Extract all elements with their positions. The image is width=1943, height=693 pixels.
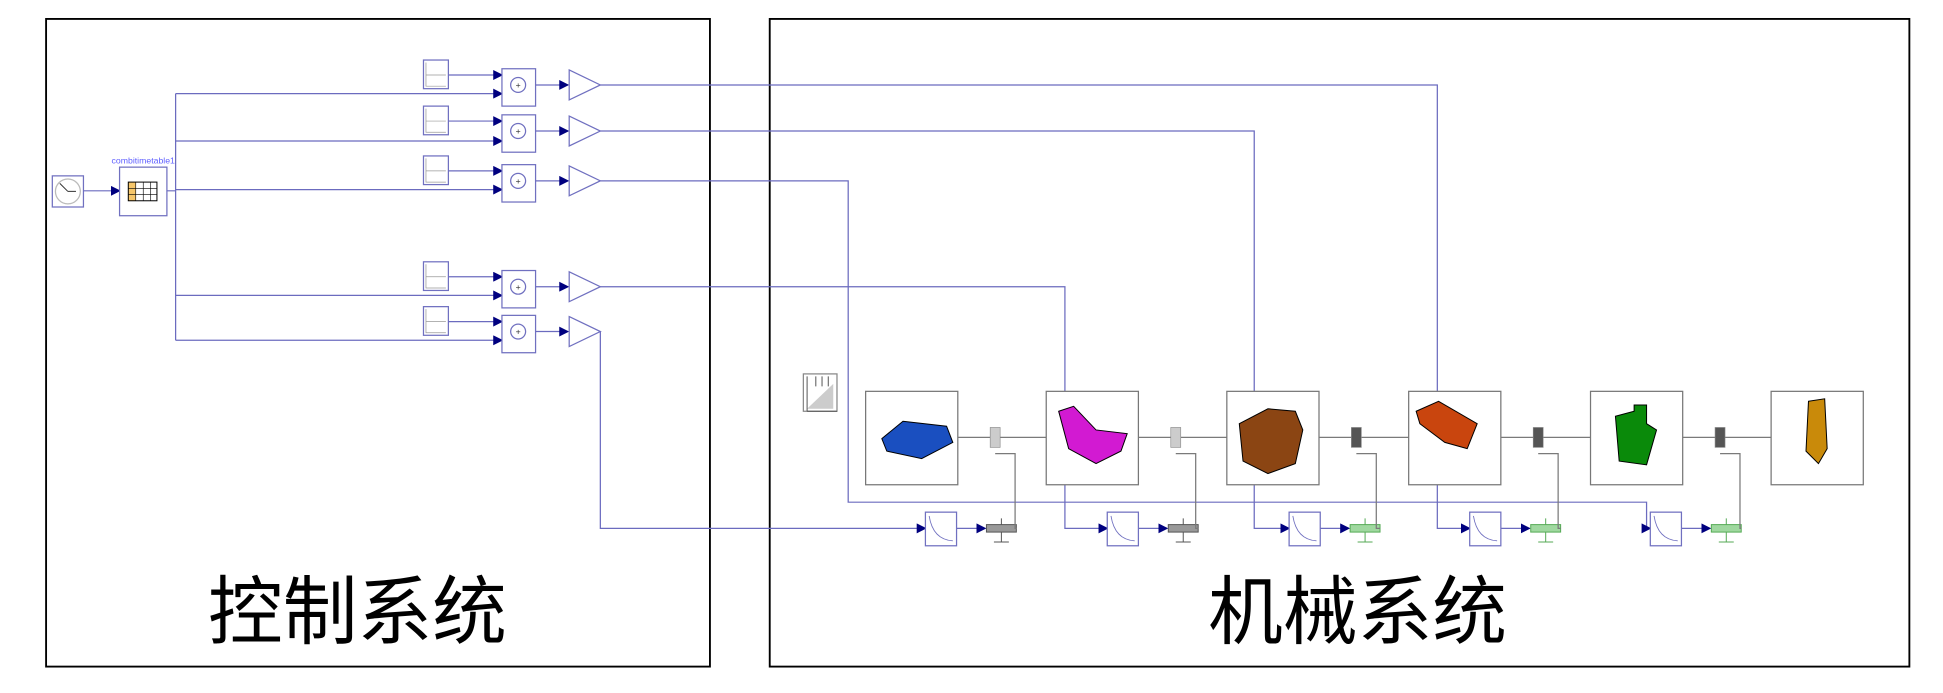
prismatic-joint[interactable] <box>1714 427 1726 448</box>
body-shape-icon <box>1415 400 1478 450</box>
signal-wire <box>600 130 1291 534</box>
gain-block[interactable] <box>568 164 602 197</box>
signal-wire <box>599 331 927 534</box>
plus-icon: + <box>516 80 521 90</box>
plus-icon: + <box>516 327 521 337</box>
gain-block[interactable] <box>568 69 602 101</box>
plus-icon: + <box>516 126 521 136</box>
revolute-joint[interactable] <box>989 427 1001 448</box>
clock-block[interactable] <box>51 175 85 208</box>
body-link1[interactable] <box>1045 390 1140 486</box>
body-base[interactable] <box>865 390 959 486</box>
add-block[interactable]: + <box>501 164 537 203</box>
revolute-joint[interactable] <box>1170 427 1182 448</box>
gain-block[interactable] <box>568 315 602 348</box>
constant-block[interactable] <box>422 59 450 90</box>
gain-block[interactable] <box>568 270 602 303</box>
constant-block[interactable] <box>422 306 450 336</box>
constant-block[interactable] <box>422 261 450 292</box>
body-end-effector[interactable] <box>1770 390 1864 486</box>
control-row: + <box>175 261 1109 534</box>
filter-block[interactable] <box>1469 511 1502 547</box>
control-row: + <box>175 155 1652 534</box>
gain-block[interactable] <box>568 115 602 147</box>
body-shape-icon <box>1614 404 1658 466</box>
actuator[interactable] <box>1138 452 1199 543</box>
body-shape-icon <box>1058 405 1128 465</box>
mechanical-system-frame <box>768 17 1911 668</box>
body-link3[interactable] <box>1408 390 1502 486</box>
actuator[interactable] <box>1681 452 1742 543</box>
filter-block[interactable] <box>1649 511 1683 547</box>
add-block[interactable]: + <box>501 269 537 309</box>
control-row: + <box>175 59 1471 534</box>
control-system-title: 控制系统 <box>208 569 507 656</box>
mechanical-system-title: 机械系统 <box>1208 569 1507 656</box>
filter-block[interactable] <box>924 511 958 547</box>
constant-block[interactable] <box>422 105 450 136</box>
constant-block[interactable] <box>422 155 450 186</box>
body-link4[interactable] <box>1589 390 1684 486</box>
control-row: + <box>175 306 927 534</box>
add-block[interactable]: + <box>501 314 537 354</box>
table-icon <box>127 181 158 202</box>
actuator[interactable] <box>1320 452 1381 543</box>
combitimetable-label: combitimetable1 <box>112 155 176 165</box>
add-block[interactable]: + <box>501 114 537 153</box>
actuator[interactable] <box>956 452 1017 543</box>
body-shape-icon <box>1805 398 1828 465</box>
world-gravity-icon[interactable] <box>802 373 838 412</box>
prismatic-joint[interactable] <box>1351 427 1362 448</box>
signal-wire <box>600 286 1109 534</box>
plus-icon: + <box>516 176 521 186</box>
plus-icon: + <box>516 282 521 292</box>
body-shape-icon <box>1238 408 1304 475</box>
control-row: + <box>175 105 1291 534</box>
signal-wire <box>600 180 1652 534</box>
signal-wire <box>600 84 1471 534</box>
combitimetable-block[interactable] <box>118 166 168 217</box>
add-block[interactable]: + <box>501 68 537 107</box>
body-link2[interactable] <box>1226 390 1320 486</box>
actuator[interactable] <box>1500 452 1562 543</box>
filter-block[interactable] <box>1288 511 1321 547</box>
prismatic-joint[interactable] <box>1532 427 1544 448</box>
control-system-frame <box>45 17 711 668</box>
body-shape-icon <box>881 420 954 460</box>
filter-block[interactable] <box>1106 511 1140 547</box>
